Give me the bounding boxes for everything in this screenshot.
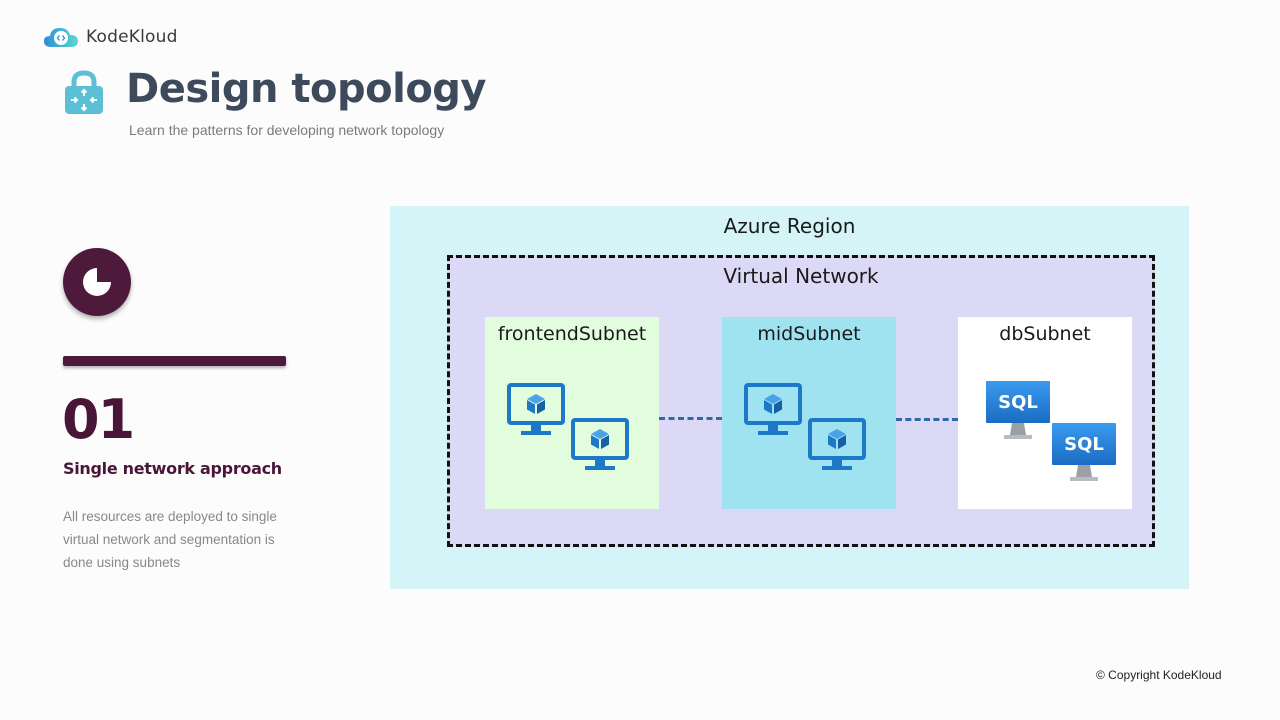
network-lock-icon bbox=[65, 70, 103, 114]
subnet-connection-line bbox=[896, 418, 958, 421]
step-number: 01 bbox=[62, 388, 135, 451]
mid-subnet: midSubnet bbox=[722, 317, 896, 509]
step-title: Single network approach bbox=[63, 459, 282, 478]
sql-server-icon: SQL bbox=[986, 381, 1050, 441]
sql-server-icon: SQL bbox=[1052, 423, 1116, 483]
brand-name: KodeKloud bbox=[86, 27, 178, 47]
vm-icon bbox=[744, 383, 802, 439]
page-subtitle: Learn the patterns for developing networ… bbox=[129, 122, 445, 138]
page-title: Design topology bbox=[126, 66, 487, 112]
step-badge bbox=[63, 248, 131, 316]
section-divider-bar bbox=[63, 356, 286, 366]
azure-region: Azure Region Virtual Network frontendSub… bbox=[390, 206, 1189, 589]
sql-label: SQL bbox=[1064, 434, 1104, 455]
subnet-connection-line bbox=[659, 417, 722, 420]
db-subnet: dbSubnet SQL SQL bbox=[958, 317, 1132, 509]
virtual-network: Virtual Network frontendSubnet midSubnet… bbox=[447, 255, 1155, 547]
kodekloud-cloud-icon bbox=[44, 28, 78, 47]
subnet-label: frontendSubnet bbox=[497, 323, 647, 345]
vm-icon bbox=[808, 418, 866, 474]
frontend-subnet: frontendSubnet bbox=[485, 317, 659, 509]
step-description: All resources are deployed to single vir… bbox=[63, 509, 277, 570]
brand-logo: KodeKloud bbox=[44, 26, 178, 48]
azure-region-label: Azure Region bbox=[723, 214, 856, 238]
copyright-text: © Copyright KodeKloud bbox=[1096, 668, 1222, 682]
virtual-network-label: Virtual Network bbox=[723, 264, 879, 288]
sql-label: SQL bbox=[998, 392, 1038, 413]
clock-icon bbox=[83, 268, 111, 296]
subnet-label: dbSubnet bbox=[999, 323, 1091, 345]
vm-icon bbox=[571, 418, 629, 474]
subnet-label: midSubnet bbox=[757, 323, 861, 345]
vm-icon bbox=[507, 383, 565, 439]
